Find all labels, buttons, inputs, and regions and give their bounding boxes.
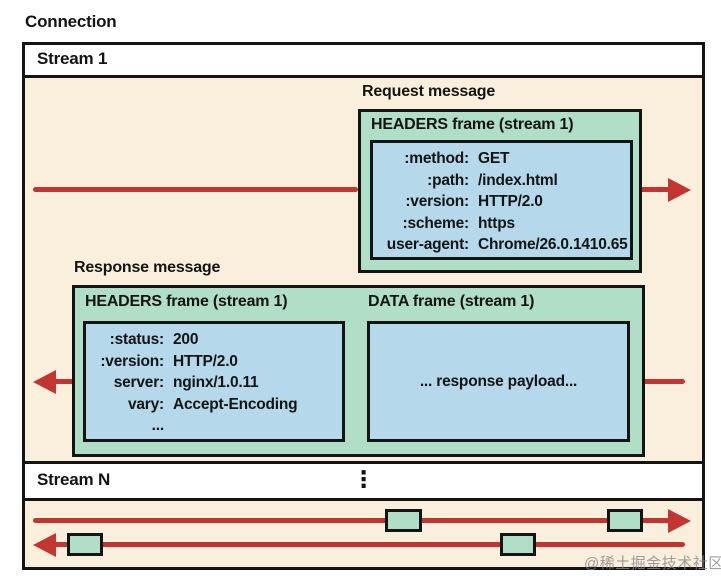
streamN-label: Stream N xyxy=(37,469,111,489)
response-frame: HEADERS frame (stream 1) :status: 200 :v… xyxy=(72,285,645,457)
response-arrowhead-icon xyxy=(33,370,56,394)
request-headers-payload: :method: GET :path: /index.html :version… xyxy=(370,140,633,260)
header-key: user-agent: xyxy=(386,236,469,253)
response-data-payload: ... response payload... xyxy=(367,321,630,442)
header-value: nginx/1.0.11 xyxy=(173,374,259,391)
request-message-label: Request message xyxy=(362,83,496,100)
streamN-header-bar: Stream N ⋮ xyxy=(25,464,702,501)
frame-block xyxy=(500,533,536,556)
response-payload-text: ... response payload... xyxy=(419,372,578,390)
frame-block xyxy=(67,533,103,556)
site-watermark: @稀土掘金技术社区 xyxy=(584,555,721,572)
header-row: vary: Accept-Encoding xyxy=(86,394,342,416)
streamN-response-arrow-shaft xyxy=(53,542,685,547)
header-key: :method: xyxy=(404,150,469,167)
header-row: :method: GET xyxy=(373,148,630,170)
request-arrow-shaft-right xyxy=(642,187,670,192)
header-row: :status: 200 xyxy=(86,329,342,351)
stream1-label: Stream 1 xyxy=(37,48,108,68)
header-row: ... xyxy=(86,415,342,437)
connection-label: Connection xyxy=(25,12,117,31)
stream1-body: Request message HEADERS frame (stream 1)… xyxy=(25,78,702,464)
response-arrow-shaft-left xyxy=(53,379,75,384)
response-message-label: Response message xyxy=(74,259,221,276)
request-arrowhead-icon xyxy=(668,178,691,202)
header-value: 200 xyxy=(173,331,199,348)
header-row: :version: HTTP/2.0 xyxy=(373,191,630,213)
header-row: :version: HTTP/2.0 xyxy=(86,351,342,373)
response-headers-frame-title: HEADERS frame (stream 1) xyxy=(85,293,288,310)
header-row: user-agent: Chrome/26.0.1410.65 xyxy=(373,234,630,256)
header-value: https xyxy=(478,214,515,232)
header-value: HTTP/2.0 xyxy=(478,193,543,210)
frame-block xyxy=(607,509,643,532)
header-value: /index.html xyxy=(478,171,558,189)
vertical-ellipsis: ⋮ xyxy=(352,467,375,493)
response-arrow-shaft-right xyxy=(643,379,685,384)
streamN-body xyxy=(25,501,702,567)
header-value: Accept-Encoding xyxy=(173,395,298,413)
request-frame-title: HEADERS frame (stream 1) xyxy=(371,116,574,133)
header-value: Chrome/26.0.1410.65 xyxy=(478,236,628,253)
response-headers-payload: :status: 200 :version: HTTP/2.0 server: … xyxy=(83,321,345,442)
response-data-frame-title: DATA frame (stream 1) xyxy=(368,293,535,310)
connection-box: Stream 1 Request message HEADERS frame (… xyxy=(22,42,705,570)
request-arrow-shaft-left xyxy=(33,187,358,192)
header-key: :path: xyxy=(427,171,469,189)
header-row: :path: /index.html xyxy=(373,170,630,192)
header-key: :status: xyxy=(109,331,165,348)
header-key: :scheme: xyxy=(402,214,470,232)
header-key: vary: xyxy=(127,395,164,413)
header-key: server: xyxy=(113,374,165,391)
header-row: :scheme: https xyxy=(373,213,630,235)
header-row: server: nginx/1.0.11 xyxy=(86,372,342,394)
header-key: ... xyxy=(151,417,165,434)
streamN-response-arrowhead-icon xyxy=(33,533,56,557)
request-headers-frame: HEADERS frame (stream 1) :method: GET :p… xyxy=(358,109,642,273)
header-value: GET xyxy=(478,150,510,167)
header-key: :version: xyxy=(100,352,164,370)
header-value: HTTP/2.0 xyxy=(173,352,238,370)
streamN-request-arrow-shaft xyxy=(33,518,670,523)
stream1-header-bar: Stream 1 xyxy=(25,45,702,78)
frame-block xyxy=(385,509,422,532)
streamN-request-arrowhead-icon xyxy=(668,509,691,533)
header-key: :version: xyxy=(405,193,469,210)
